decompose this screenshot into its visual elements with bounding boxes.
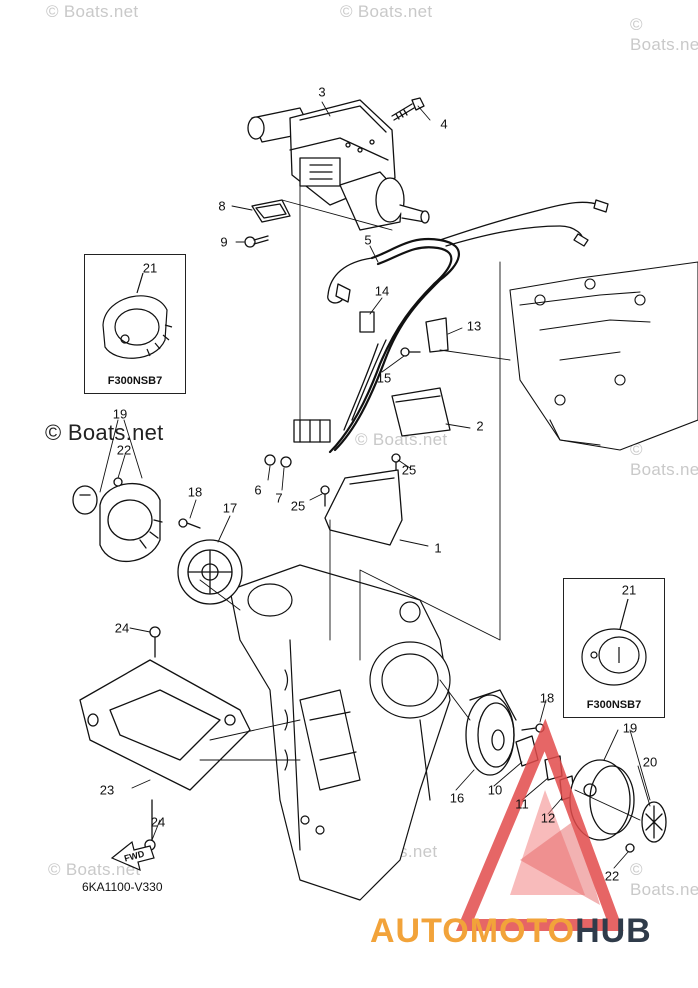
callout-24b: 24 [150, 814, 166, 830]
automotohub-logo-mark [455, 718, 624, 931]
callout-23: 23 [99, 782, 115, 798]
callout-1: 1 [434, 540, 442, 556]
brand-part-1: AUTOMOTO [370, 912, 576, 950]
part-15-screw [400, 347, 410, 357]
callout-5: 5 [364, 232, 372, 248]
callout-6: 6 [254, 482, 262, 498]
part-23-cover [79, 659, 251, 791]
callout-2: 2 [476, 418, 484, 434]
part-20-cap [641, 801, 667, 843]
part-14-clip [359, 311, 375, 333]
diagram-code: 6KA1100-V330 [82, 880, 163, 894]
part-2-bracket [391, 387, 451, 437]
callout-19a: 19 [112, 406, 128, 422]
inset-label-right: F300NSB7 [586, 699, 642, 711]
brand-part-2: HUB [575, 912, 652, 950]
part-13-clamp [425, 317, 449, 353]
part-22-screw-right [625, 843, 635, 853]
part-17-rotor [177, 539, 243, 605]
automotohub-wordmark: AUTOMOTOHUB [370, 912, 652, 951]
watermark-top-right: © Boats.net [630, 15, 698, 54]
callout-25a: 25 [401, 462, 417, 478]
callout-25b: 25 [290, 498, 306, 514]
part-19-housing-left [72, 477, 163, 562]
part-22-screw [113, 477, 123, 487]
part-3-actuator [247, 99, 430, 231]
callout-12: 12 [540, 810, 556, 826]
callout-19b: 19 [622, 720, 638, 736]
watermark-left: © Boats.net [45, 420, 164, 445]
part-9-screw [244, 235, 269, 248]
callout-16: 16 [449, 790, 465, 806]
callout-4: 4 [440, 116, 448, 132]
alignment-lines [199, 167, 641, 821]
callout-18b: 18 [539, 690, 555, 706]
part-24-bolt-top [149, 626, 161, 638]
part-19-housing-right [569, 759, 635, 841]
fwd-arrow: FWD [110, 840, 155, 872]
callout-21a: 21 [142, 260, 158, 276]
watermark-bottom-left: © Boats.net [48, 860, 141, 879]
callout-22a: 22 [116, 442, 132, 458]
callout-18a: 18 [187, 484, 203, 500]
callout-11: 11 [515, 796, 529, 812]
lower-casing [229, 564, 451, 901]
callout-22b: 22 [604, 868, 620, 884]
part-18-screw-left [178, 518, 201, 529]
callout-7: 7 [275, 490, 283, 506]
inset-label-top-left: F300NSB7 [107, 375, 163, 387]
callout-10: 10 [487, 782, 503, 798]
callout-8: 8 [218, 198, 226, 214]
inset-part-21-ring-drawing [102, 272, 173, 359]
leader-lines [99, 101, 651, 869]
part-6-7-connectors [264, 419, 331, 468]
watermark-center: © Boats.net [355, 430, 448, 449]
callout-14: 14 [374, 283, 390, 299]
callout-20: 20 [642, 754, 658, 770]
watermark-top-center: © Boats.net [340, 2, 433, 21]
callout-9: 9 [220, 234, 228, 250]
engine-block [509, 261, 698, 451]
watermark-bottom-right: © Boats.net [630, 860, 698, 899]
part-5-harness [327, 199, 609, 454]
part-16-rotor [465, 689, 517, 776]
watermark-top-left: © Boats.net [46, 2, 139, 21]
part-4-bolt [391, 97, 425, 121]
callout-15: 15 [376, 370, 392, 386]
callout-17: 17 [222, 500, 238, 516]
callout-24a: 24 [114, 620, 130, 636]
inset-right: F300NSB7 [563, 578, 665, 718]
callout-13: 13 [466, 318, 482, 334]
inset-top-left: F300NSB7 [84, 254, 186, 394]
part-1-bracket [324, 469, 403, 546]
inset-part-21-cover-drawing [581, 598, 647, 686]
callout-21b: 21 [621, 582, 637, 598]
callout-3: 3 [318, 84, 326, 100]
